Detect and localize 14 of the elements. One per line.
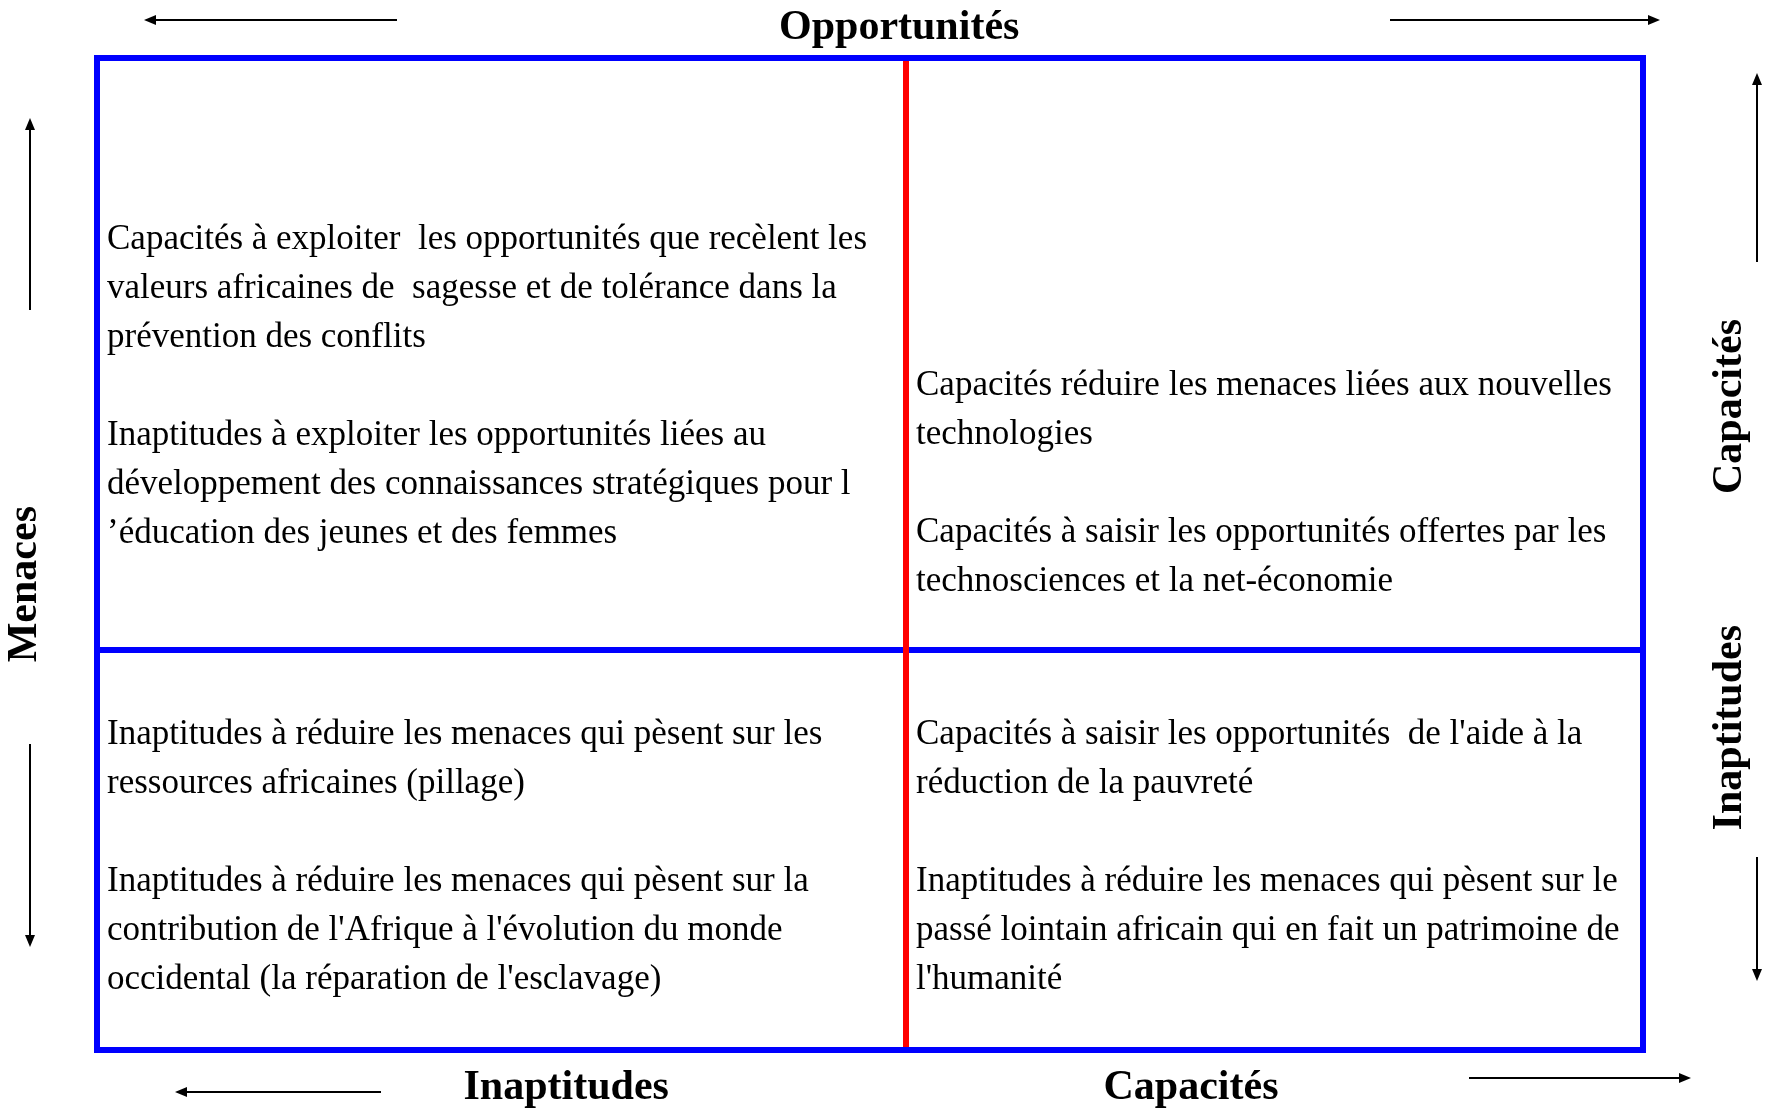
axis-label: Opportunités [779, 2, 1020, 48]
cell-text: Capacités à saisir les opportunités offertes par les technosciences et la net-économie [916, 510, 1608, 601]
cell-text: Inaptitudes à réduire les menaces qui pèsent sur la contribution de l'Afrique à l'évolution du monde occidental (la réparation de l'esclavage) [107, 859, 810, 999]
cell-text: Inaptitudes à exploiter les opportunités liées au développement des connaissances stratégiques pour l ’éducation des jeunes et des femmes [107, 413, 852, 553]
cell-text: Capacités à exploiter les opportunités que recèlent les valeurs africaines de sagesse et de tolérance dans la prévention des conflits [107, 217, 868, 357]
cell-text: Inaptitudes à réduire les menaces qui pèsent sur les ressources africaines (pillage) [107, 712, 824, 803]
axis-label: Capacités [1704, 318, 1750, 494]
cell-text: Capacités à saisir les opportunités de l'aide à la réduction de la pauvreté [916, 712, 1584, 803]
axis-label: Inaptitudes [463, 1062, 669, 1108]
cell-text: Inaptitudes à réduire les menaces qui pèsent sur le passé lointain africain qui en fait un patrimoine de l'humanité [916, 859, 1621, 999]
axis-label: Capacités [1103, 1062, 1279, 1108]
axis-label: Menaces [0, 506, 45, 663]
axis-label: Inaptitudes [1704, 624, 1750, 830]
cell-text: Capacités réduire les menaces liées aux nouvelles technologies [916, 363, 1613, 454]
